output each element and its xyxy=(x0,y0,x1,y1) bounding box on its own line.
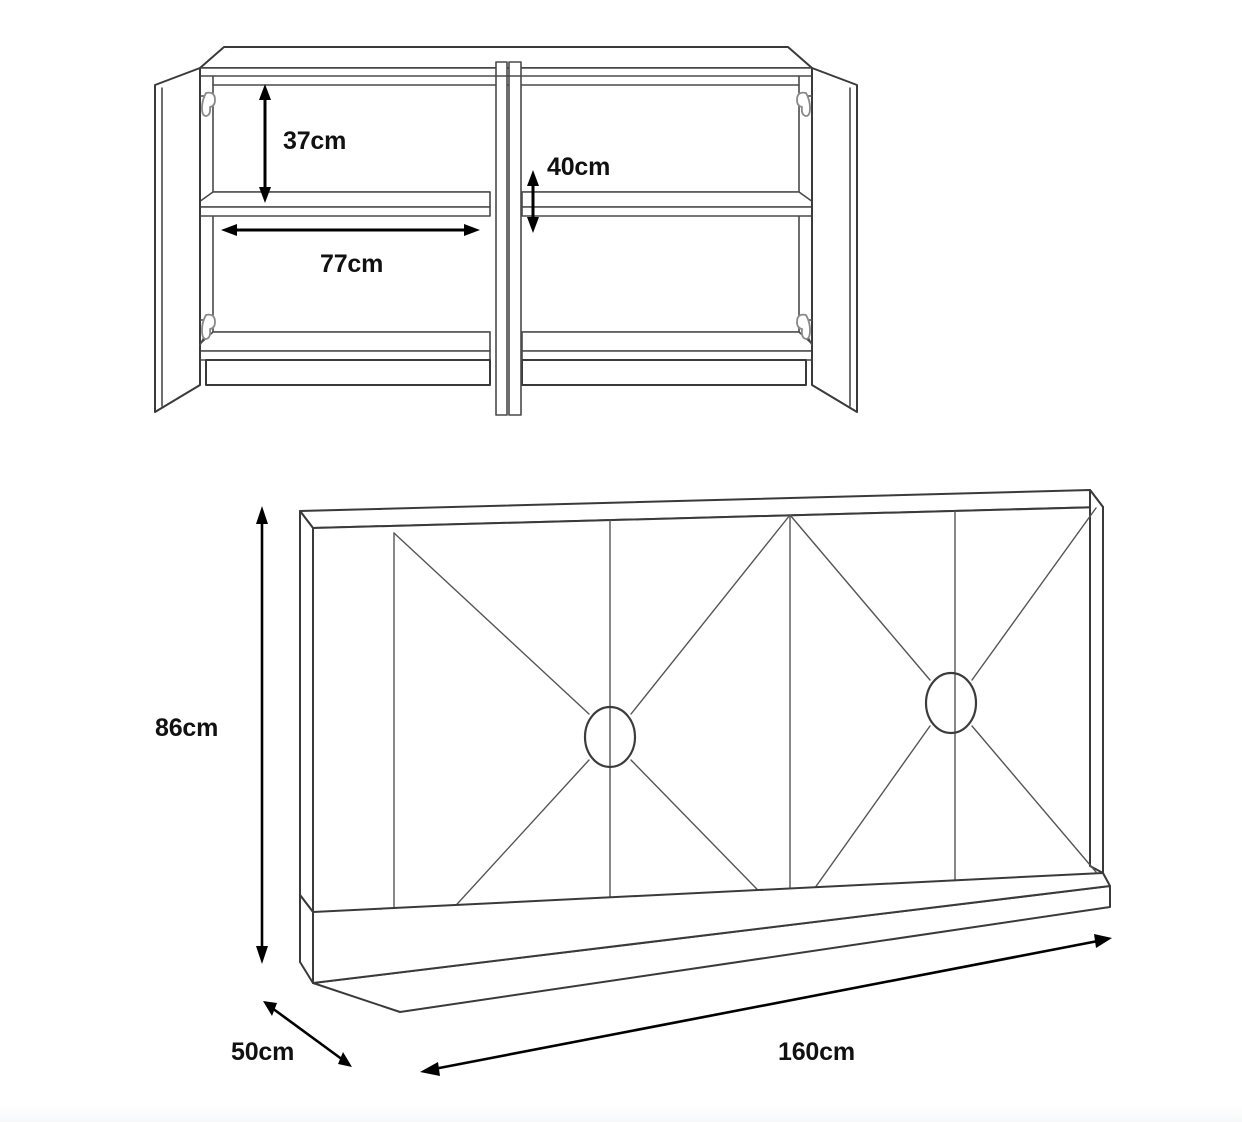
door-handle-left[interactable] xyxy=(583,705,637,769)
dimension-label-37cm: 37cm xyxy=(283,127,347,155)
right-door-hinge-lower xyxy=(796,313,811,340)
dimension-arrow-86cm xyxy=(256,506,268,964)
left-door-hinge-lower xyxy=(201,313,216,340)
door-handle-right[interactable] xyxy=(924,671,978,735)
dimension-label-160cm: 160cm xyxy=(778,1038,855,1066)
dimension-arrow-160cm xyxy=(420,934,1112,1076)
cabinet-right-side xyxy=(1089,489,1104,874)
right-door-open xyxy=(798,67,858,413)
dimension-arrow-50cm xyxy=(263,1001,352,1067)
left-door-hinge-upper xyxy=(201,91,216,117)
dimension-label-86cm: 86cm xyxy=(155,714,219,742)
center-divider xyxy=(495,61,522,416)
cabinet-left-side xyxy=(299,510,314,913)
dimension-arrow-37cm xyxy=(259,84,271,203)
page-bottom-band xyxy=(0,1104,1242,1122)
dimension-label-40cm: 40cm xyxy=(547,153,611,181)
dimension-arrow-40cm xyxy=(527,170,539,233)
door-inlay-x-right xyxy=(789,507,1097,924)
middle-shelf xyxy=(191,191,821,217)
door-split-lines xyxy=(609,510,956,924)
dimension-label-50cm: 50cm xyxy=(231,1038,295,1066)
bottom-panel xyxy=(191,331,821,386)
top-view-open-cabinet xyxy=(154,46,858,416)
dimension-label-77cm: 77cm xyxy=(320,250,384,278)
cabinet-plinth xyxy=(299,872,1111,1013)
right-door-hinge-upper xyxy=(796,91,811,117)
bottom-view-closed-cabinet xyxy=(256,489,1112,1076)
dimension-arrow-77cm xyxy=(221,224,480,236)
